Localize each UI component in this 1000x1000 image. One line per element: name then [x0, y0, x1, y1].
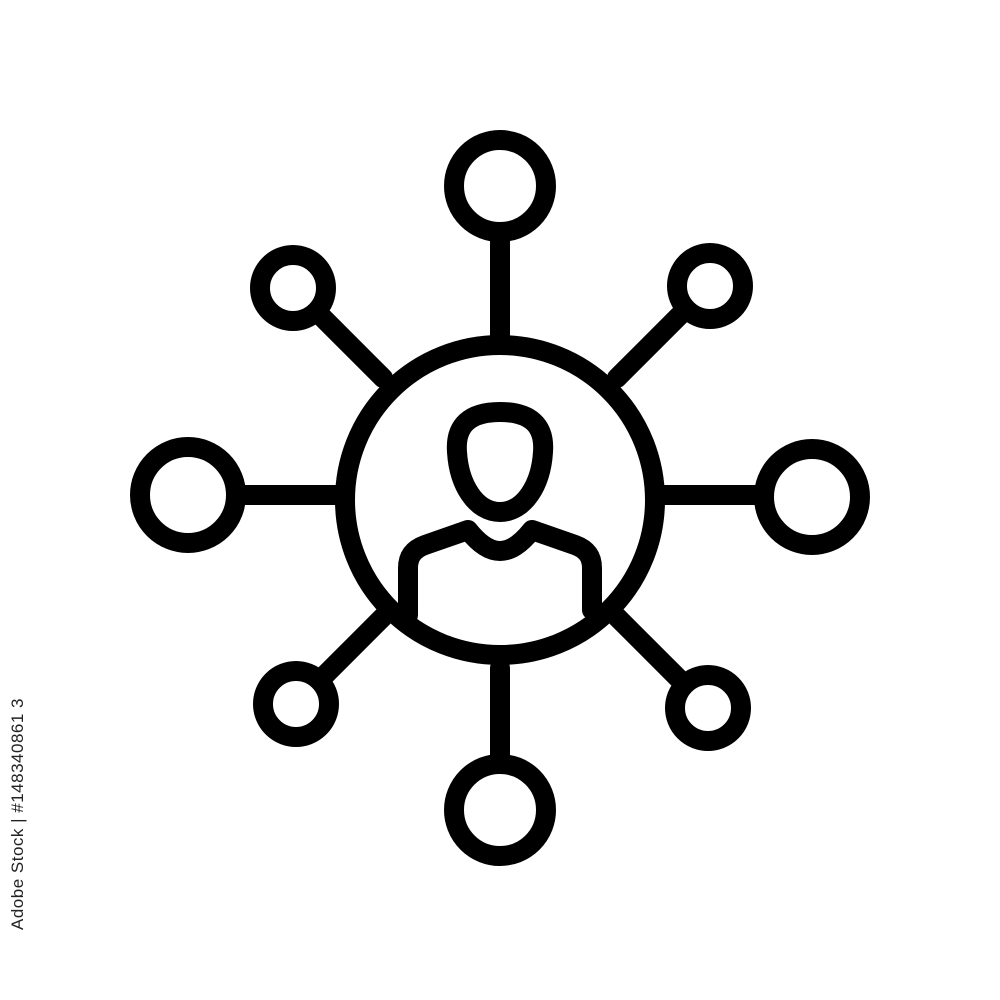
- connector-bottom-right: [607, 607, 694, 694]
- connector-bottom-left: [310, 607, 393, 690]
- person-head: [446, 402, 554, 522]
- stock-watermark-id: Adobe Stock | #148340861 3: [8, 698, 27, 930]
- node-top-left: [250, 245, 336, 331]
- node-bottom-left: [253, 661, 339, 747]
- node-top-right: [667, 243, 753, 329]
- node-bottom: [444, 754, 556, 866]
- node-left: [130, 437, 246, 553]
- connector-top-left: [308, 303, 393, 388]
- node-top: [444, 130, 556, 242]
- node-right: [754, 439, 870, 555]
- center-circle: [335, 335, 665, 665]
- connector-top-right: [607, 299, 696, 388]
- node-bottom-right: [665, 665, 751, 751]
- person-body: [398, 520, 602, 625]
